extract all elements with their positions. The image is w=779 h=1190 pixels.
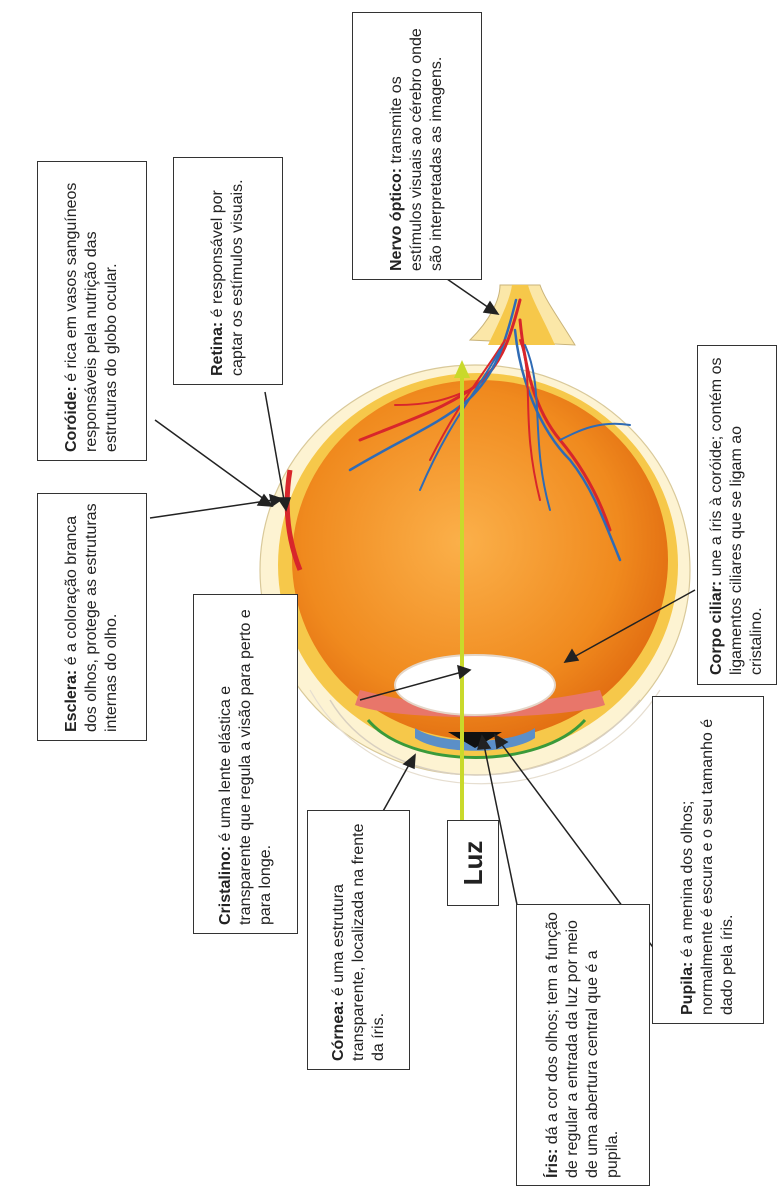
- label-luz: Luz: [447, 820, 499, 906]
- cristalino-term: Cristalino:: [217, 841, 234, 925]
- pupila-term: Pupila:: [679, 957, 696, 1015]
- label-pupila: Pupila: é a menina dos olhos; normalment…: [652, 696, 764, 1024]
- label-retina: Retina: é responsável por captar os estí…: [173, 157, 283, 385]
- label-nervo-optico: Nervo óptico: transmite os estímulos vis…: [352, 12, 482, 280]
- label-iris: Íris: dá a cor dos olhos; tem a função d…: [516, 904, 650, 1186]
- cornea-term: Córnea:: [330, 996, 347, 1061]
- iris-term: Íris:: [544, 1144, 561, 1178]
- iris-text: dá a cor dos olhos; tem a função de regu…: [544, 912, 621, 1178]
- corpo-ciliar-term: Corpo ciliar:: [708, 576, 725, 675]
- coroide-term: Coróide:: [63, 382, 80, 452]
- nervo-term: Nervo óptico:: [388, 163, 405, 271]
- label-coroide: Coróide: é rica em vasos sanguíneos resp…: [37, 161, 147, 461]
- label-corpo-ciliar: Corpo ciliar: une a íris à coróide; cont…: [697, 345, 777, 685]
- label-esclera: Esclera: é a coloração branca dos olhos,…: [37, 493, 147, 741]
- esclera-term: Esclera:: [63, 665, 80, 732]
- luz-label: Luz: [459, 823, 487, 903]
- lens: [395, 655, 555, 715]
- label-cristalino: Cristalino: é uma lente elástica e trans…: [193, 594, 298, 934]
- label-cornea: Córnea: é uma estrutura transparente, lo…: [307, 810, 410, 1070]
- retina-term: Retina:: [209, 317, 226, 376]
